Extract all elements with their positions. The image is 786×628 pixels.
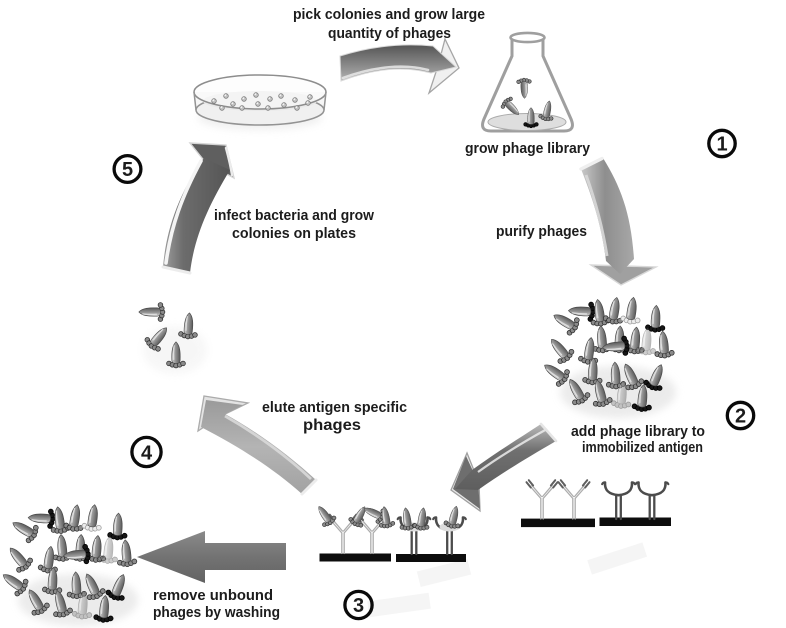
svg-text:4: 4 [141,443,153,465]
svg-text:elute antigen specific: elute antigen specific [262,399,407,416]
svg-text:5: 5 [122,159,133,181]
svg-text:phages by washing: phages by washing [153,604,280,621]
svg-text:immobilized antigen: immobilized antigen [582,439,703,456]
svg-text:2: 2 [735,406,746,428]
svg-text:remove unbound: remove unbound [153,587,273,604]
svg-text:colonies on plates: colonies on plates [232,225,356,242]
svg-text:grow phage library: grow phage library [465,140,591,157]
svg-text:pick colonies and grow large: pick colonies and grow large [293,6,485,23]
svg-text:purify phages: purify phages [496,223,587,240]
svg-text:3: 3 [353,595,364,617]
svg-text:1: 1 [716,134,727,156]
svg-text:infect bacteria and grow: infect bacteria and grow [214,207,374,224]
svg-text:phages: phages [303,417,361,434]
svg-text:quantity of phages: quantity of phages [328,25,451,42]
svg-text:add phage library to: add phage library to [571,423,705,440]
